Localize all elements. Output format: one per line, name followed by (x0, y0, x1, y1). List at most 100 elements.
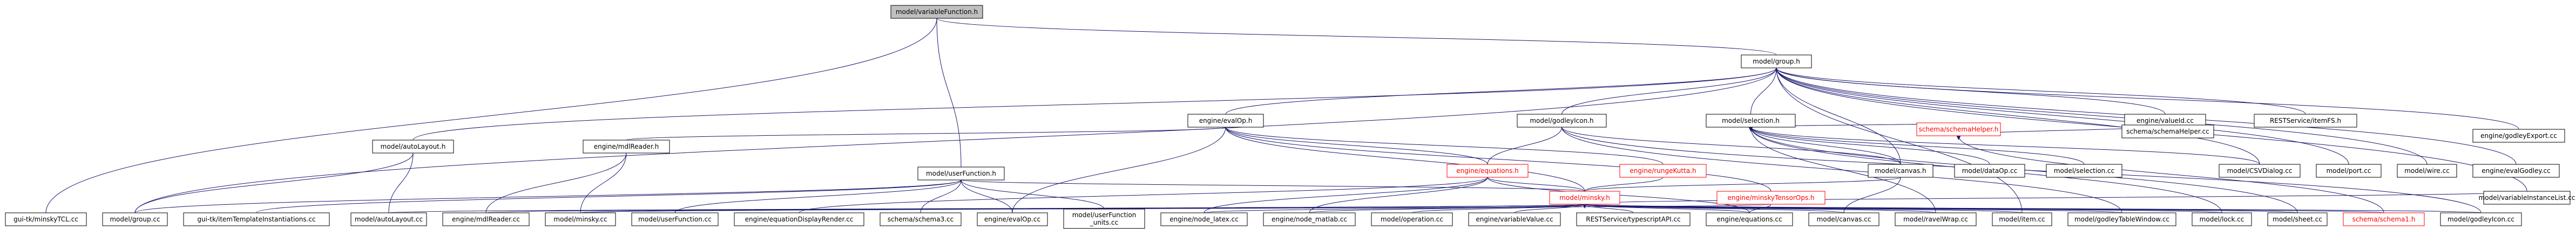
graph-node-godleyIcon-cc[interactable]: model/godleyIcon.cc (2440, 212, 2522, 226)
graph-node-minskyTensorOps-h[interactable]: engine/minskyTensorOps.h (1716, 191, 1825, 205)
graph-node-lock-cc[interactable]: model/lock.cc (2192, 212, 2252, 226)
graph-node-canvas-h[interactable]: model/canvas.h (1868, 164, 1933, 178)
graph-node-userFunction-h[interactable]: model/userFunction.h (917, 166, 1005, 181)
graph-node-equations-cc[interactable]: engine/equations.cc (1706, 212, 1793, 226)
dependency-edge-59 (1309, 200, 1587, 213)
dependency-edge-36 (1485, 173, 1585, 192)
graph-node-sheet-cc[interactable]: model/sheet.cc (2267, 212, 2328, 226)
graph-node-autoLayout-h[interactable]: model/autoLayout.h (372, 140, 454, 154)
graph-node-schema1-h[interactable]: schema/schema1.h (2343, 212, 2425, 226)
graph-node-wire-cc[interactable]: model/wire.cc (2397, 164, 2457, 178)
graph-node-label: model/variableFunction.h (896, 8, 978, 16)
graph-node-restservice-itemfs[interactable]: RESTService/itemFS.h (2254, 114, 2357, 128)
graph-node-evalOp-cc[interactable]: engine/evalOp.cc (977, 212, 1048, 226)
graph-node-box (890, 5, 983, 19)
graph-node-schema3-cc[interactable]: schema/schema3.cc (880, 212, 962, 226)
graph-node-variableValue-cc[interactable]: engine/variableValue.cc (1468, 212, 1561, 226)
graph-node-box (1187, 114, 1264, 128)
graph-node-variableInstanceList-cc[interactable]: model/variableInstanceList.cc (2479, 191, 2575, 205)
graph-node-eqDisplayRender-cc[interactable]: engine/equationDisplayRender.cc (734, 212, 864, 226)
graph-node-label: engine/mdlReader.h (594, 143, 659, 150)
graph-node-box (2067, 212, 2176, 226)
graph-node-node-matlab-cc[interactable]: engine/node_matlab.cc (1263, 212, 1356, 226)
graph-node-label: model/godleyTableWindow.cc (2074, 216, 2169, 223)
dependency-edge-28 (1748, 123, 1901, 165)
graph-node-group-h[interactable]: model/group.h (1741, 54, 1812, 68)
graph-node-box (1954, 164, 2025, 178)
graph-node-selection-cc[interactable]: model/selection.cc (2046, 164, 2122, 178)
graph-node-label: engine/godleyExport.cc (2480, 132, 2557, 140)
graph-node-label: model/selection.h (1722, 117, 1780, 124)
dependency-edge-50 (256, 176, 963, 213)
graph-node-group-cc[interactable]: model/group.cc (102, 212, 168, 226)
graph-node-label: schema/schema1.h (2352, 216, 2416, 223)
graph-node-item-cc[interactable]: model/item.cc (1992, 212, 2052, 226)
graph-node-mdlReader-h[interactable]: engine/mdlReader.h (583, 140, 670, 154)
graph-node-box (5, 212, 87, 226)
graph-node-label: model/canvas.h (1875, 167, 1926, 175)
dependency-edge-37 (1204, 173, 1490, 213)
dependency-edge-4 (1561, 64, 1779, 115)
graph-node-label: gui-tk/minskyTCL.cc (13, 216, 78, 223)
graph-node-selection-h[interactable]: model/selection.h (1706, 114, 1796, 128)
graph-node-label: engine/node_latex.cc (1169, 216, 1239, 223)
graph-node-evalGodley-cc[interactable]: engine/evalGodley.cc (2472, 164, 2560, 178)
graph-node-node-latex-cc[interactable]: engine/node_latex.cc (1160, 212, 1248, 226)
dependency-edge-13 (1774, 64, 2428, 165)
dependency-edges (45, 14, 2527, 213)
graph-node-canvas-cc[interactable]: model/canvas.cc (1808, 212, 1879, 226)
graph-node-restservice-typescript-cc[interactable]: RESTService/typescriptAPI.cc (1576, 212, 1691, 226)
graph-node-box (102, 212, 168, 226)
graph-node-box (2267, 212, 2328, 226)
graph-node-minsky-cc[interactable]: model/minsky.cc (545, 212, 616, 226)
graph-node-equations-h[interactable]: engine/equations.h (1446, 164, 1529, 178)
graph-node-label: engine/rungeKutta.h (1630, 167, 1696, 175)
dependency-edge-1 (935, 14, 962, 168)
graph-node-label: engine/evalGodley.cc (2482, 167, 2551, 175)
graph-node-label: engine/evalOp.cc (984, 216, 1040, 223)
graph-node-csvdialog-cc[interactable]: model/CSVDialog.cc (2219, 164, 2301, 178)
graph-node-userFunction-cc[interactable]: model/userFunction.cc (631, 212, 719, 226)
graph-node-box (350, 212, 427, 226)
graph-node-autoLayout-cc[interactable]: model/autoLayout.cc (350, 212, 427, 226)
graph-node-rungeKutta-h[interactable]: engine/rungeKutta.h (1619, 164, 1707, 178)
graph-node-operation-cc[interactable]: model/operation.cc (1371, 212, 1453, 226)
graph-node-label: engine/equationDisplayRender.cc (745, 216, 854, 223)
graph-node-mdlReader-cc[interactable]: engine/mdlReader.cc (442, 212, 530, 226)
dependency-edge-45 (1956, 131, 2384, 213)
graph-node-minsky-h[interactable]: model/minsky.h (1549, 191, 1620, 205)
graph-node-schemaHelper-cc[interactable]: schema/schemaHelper.cc (2121, 124, 2214, 138)
graph-node-userFunction-units-cc[interactable]: model/userFunction_units.cc (1063, 209, 1145, 229)
graph-node-label: model/item.cc (1999, 216, 2045, 223)
graph-node-dataOp-cc[interactable]: model/dataOp.cc (1954, 164, 2025, 178)
graph-node-label: model/autoLayout.h (381, 143, 446, 150)
graph-node-ravelWrap-cc[interactable]: model/ravelWrap.cc (1895, 212, 1977, 226)
graph-node-godleyTableWindow-cc[interactable]: model/godleyTableWindow.cc (2067, 212, 2176, 226)
graph-node-evalOp-h[interactable]: engine/evalOp.h (1187, 114, 1264, 128)
graph-node-port-cc[interactable]: model/port.cc (2316, 164, 2382, 178)
graph-node-box (1160, 212, 1248, 226)
graph-node-box (2046, 164, 2122, 178)
graph-node-schemaHelper-h[interactable]: schema/schemaHelper.h (1916, 122, 2001, 136)
graph-node-label: engine/node_matlab.cc (1272, 216, 1347, 223)
graph-node-label: engine/minskyTensorOps.h (1727, 194, 1814, 202)
graph-node-label: model/group.h (1753, 58, 1800, 65)
dependency-nodes: model/variableFunction.h model/group.h eng… (5, 5, 2575, 229)
graph-node-godleyExport-cc[interactable]: engine/godleyExport.cc (2472, 129, 2565, 143)
graph-node-gui-itemTemplate-cc[interactable]: gui-tk/itemTemplateInstantiations.cc (183, 212, 330, 226)
graph-node-gui-minskyTCL-cc[interactable]: gui-tk/minskyTCL.cc (5, 212, 87, 226)
dependency-edge-9 (413, 64, 1779, 141)
dependency-edge-40 (799, 173, 1490, 213)
dependency-edge-7 (1774, 64, 2306, 115)
dependency-edge-72 (1583, 191, 2527, 209)
graph-node-label: RESTService/typescriptAPI.cc (1586, 216, 1681, 223)
dependency-edge-43 (1843, 173, 1903, 213)
dependency-edge-6 (1774, 64, 2166, 115)
graph-node-label: model/userFunction.cc (638, 216, 712, 223)
graph-node-label: model/port.cc (2326, 167, 2371, 175)
graph-node-godleyIcon-h[interactable]: model/godleyIcon.h (1517, 114, 1607, 128)
graph-node-root[interactable]: model/variableFunction.h (890, 5, 983, 19)
dependency-edge-25 (1487, 123, 1564, 165)
dependency-edge-27 (1559, 123, 2122, 213)
graph-node-box (2316, 164, 2382, 178)
